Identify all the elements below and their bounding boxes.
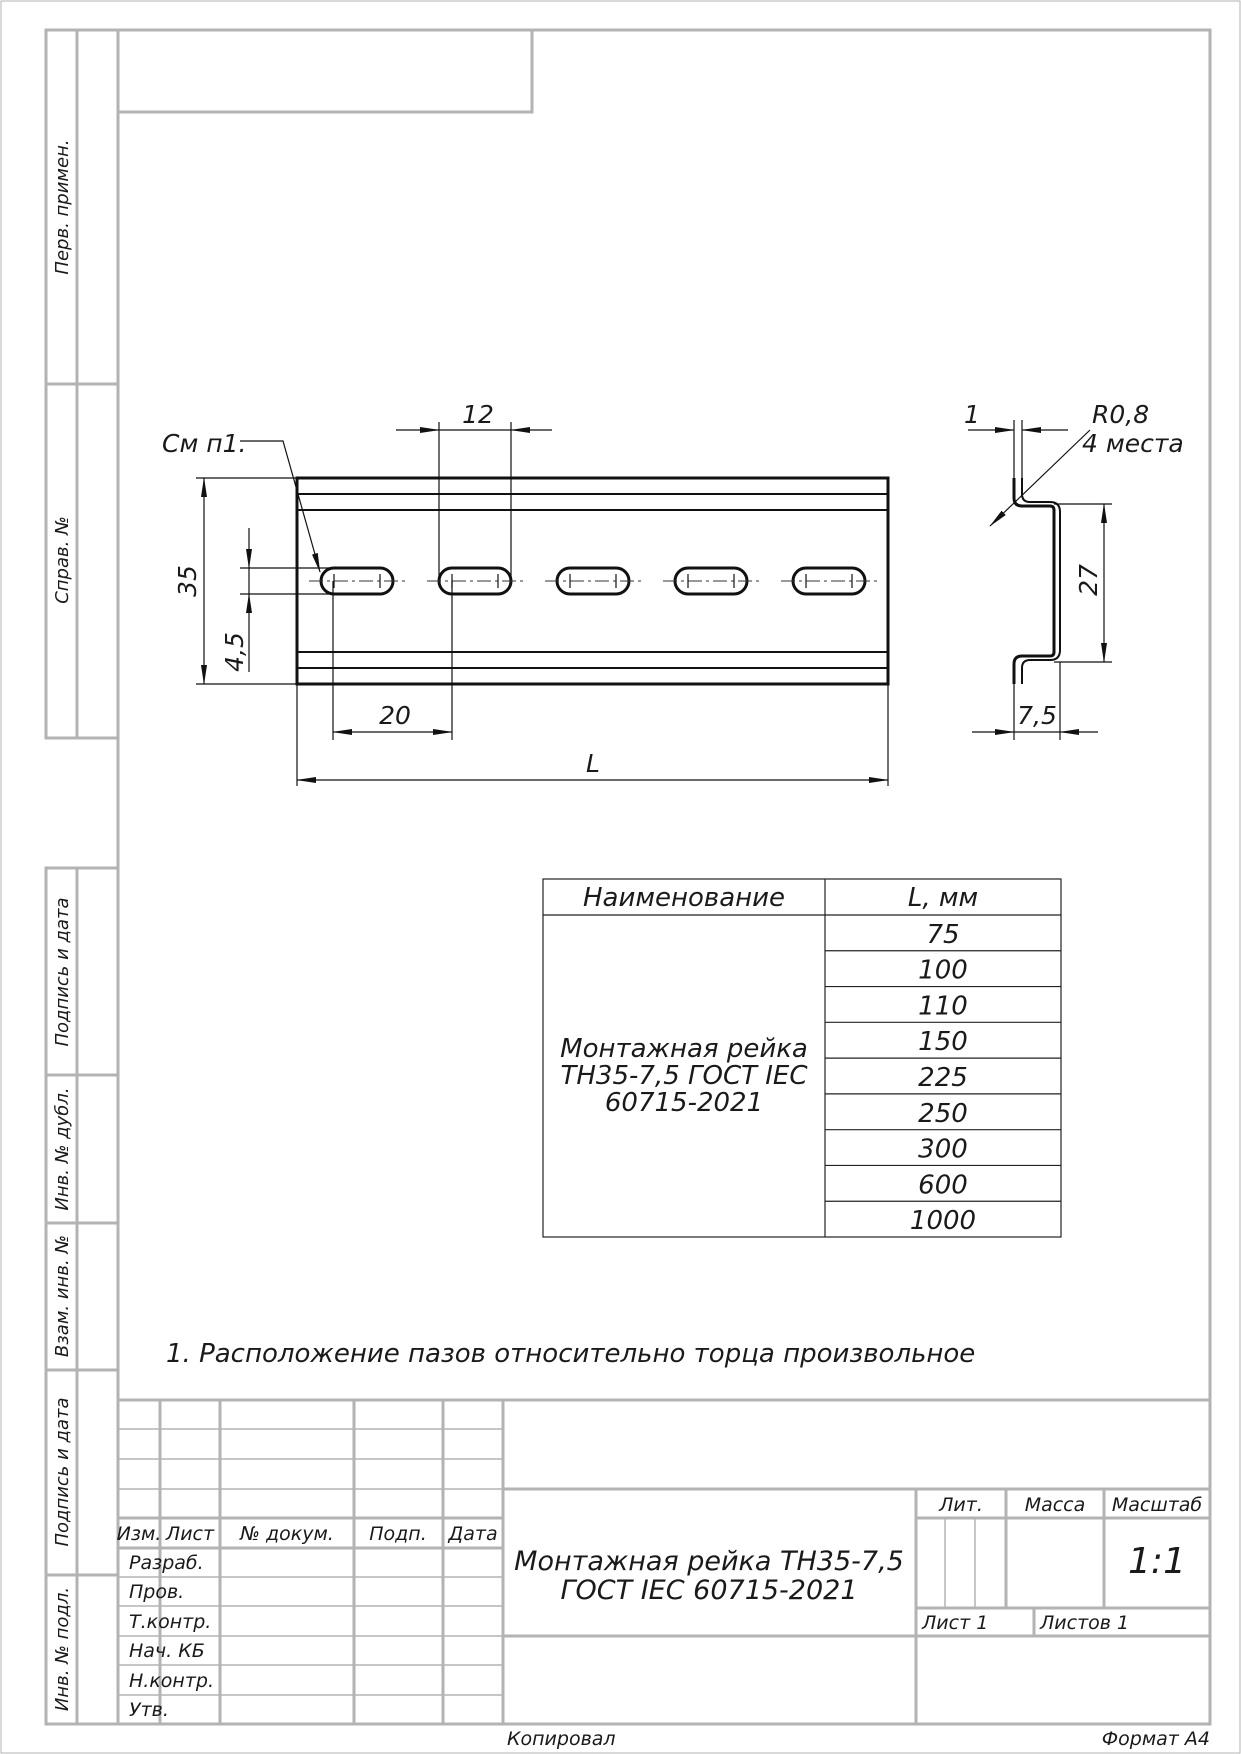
label-inv-dubl: Инв. № дубл. (52, 1087, 73, 1210)
note-leader: См п1. (162, 429, 321, 573)
col-dokum: № докум. (239, 1523, 334, 1545)
dim-l-label: L (586, 749, 600, 778)
sheets-label: Листов 1 (1039, 1612, 1129, 1634)
spec-length-value: 225 (918, 1063, 968, 1093)
dim-7-5-label: 7,5 (1017, 701, 1057, 730)
top-left-box (116, 28, 534, 114)
spec-length-value: 250 (918, 1099, 968, 1129)
dim-depth: 7,5 (972, 662, 1098, 740)
scale-label: Масштаб (1112, 1494, 1203, 1516)
label-sprav-no: Справ. № (52, 516, 73, 604)
spec-length-row: 1000 (910, 1206, 976, 1236)
spec-length-value: 600 (918, 1170, 968, 1200)
spec-length-value: 110 (918, 991, 968, 1021)
front-view: См п1. 12 35 4,5 (162, 400, 890, 786)
spec-length-row: 110 (825, 991, 1061, 1023)
dim-length: L (296, 684, 889, 786)
dim-27-label: 27 (1074, 564, 1103, 596)
note-ref-label: См п1. (162, 429, 246, 458)
label-podpis-data-1: Подпись и дата (52, 897, 73, 1046)
dim-4-5-label: 4,5 (220, 632, 249, 672)
mass-label: Масса (1025, 1494, 1086, 1516)
spec-length-row: 225 (825, 1063, 1061, 1095)
radius-leader: R0,8 4 места (989, 400, 1184, 527)
slot (781, 566, 877, 596)
label-vzam-inv: Взам. инв. № (52, 1235, 73, 1357)
dim-slot-pitch: 20 (332, 581, 453, 740)
label-perv-primen: Перв. примен. (52, 139, 73, 274)
title-name-line-2: ГОСТ IEC 60715-2021 (560, 1575, 857, 1606)
dim-12-label: 12 (462, 400, 494, 429)
rail-profile (1012, 478, 1056, 684)
spec-length-value: 150 (918, 1027, 968, 1057)
spec-table: 75 100 110 150 225 250 300 600 1000 Наименование… (542, 878, 1062, 1238)
col-podp: Подп. (369, 1523, 427, 1545)
col-izm: Изм. (117, 1523, 162, 1545)
radius-label: R0,8 (1092, 400, 1149, 429)
role-razrab: Разраб. (129, 1552, 204, 1574)
dim-20-label: 20 (379, 701, 411, 730)
dim-thickness: 1 (964, 400, 1068, 478)
side-view: 1 R0,8 4 места 27 7,5 (964, 400, 1184, 740)
role-n-kontr: Н.контр. (129, 1670, 214, 1692)
dim-height: 35 (173, 477, 297, 685)
col-data: Дата (447, 1523, 497, 1545)
col-list: Лист (165, 1523, 215, 1545)
spec-length-row: 75 (825, 920, 1061, 952)
label-inv-podl: Инв. № подл. (52, 1587, 73, 1711)
dim-inner-width: 27 (1054, 503, 1112, 663)
scale-value: 1:1 (1128, 1541, 1186, 1582)
general-note: 1. Расположение пазов относительно торца… (166, 1339, 975, 1369)
role-t-kontr: Т.контр. (129, 1611, 211, 1633)
spec-length-value: 1000 (910, 1206, 976, 1236)
footer-copied: Копировал (507, 1728, 616, 1750)
rail-outline (295, 476, 890, 686)
slot (545, 566, 641, 596)
slot (663, 566, 759, 596)
spec-length-row: 300 (825, 1135, 1061, 1167)
lit-label: Лит. (938, 1494, 983, 1516)
role-nach-kb: Нач. КБ (129, 1640, 205, 1662)
slot-group (309, 566, 877, 596)
spec-header-name: Наименование (583, 883, 785, 913)
footer-format: Формат А4 (1102, 1728, 1210, 1750)
spec-length-row: 150 (825, 1027, 1061, 1059)
radius-places-label: 4 места (1082, 429, 1184, 458)
side-strip: Перв. примен. Справ. № Подпись и дата Ин… (44, 28, 120, 1726)
title-block: Изм. Лист № докум. Подп. Дата Разраб. Пр… (117, 1398, 1210, 1724)
spec-name-line-3: 60715-2021 (605, 1088, 763, 1118)
spec-length-value: 300 (918, 1135, 968, 1165)
sheet-label: Лист 1 (921, 1612, 988, 1634)
dim-slot-width: 4,5 (220, 528, 330, 672)
title-name-line-1: Монтажная рейка ТН35-7,5 (514, 1546, 904, 1577)
spec-name-line-2: ТН35-7,5 ГОСТ IEC (560, 1061, 808, 1091)
spec-length-row: 250 (825, 1099, 1061, 1131)
spec-length-row: 100 (825, 956, 1061, 988)
spec-header-length: L, мм (908, 883, 978, 913)
dim-35-label: 35 (173, 565, 202, 597)
role-prov: Пров. (129, 1581, 184, 1603)
dim-1-label: 1 (964, 400, 980, 429)
spec-name-line-1: Монтажная рейка (560, 1034, 808, 1064)
role-utv: Утв. (129, 1699, 169, 1721)
spec-length-value: 100 (918, 956, 968, 986)
slot (427, 566, 523, 596)
slot (309, 566, 405, 596)
spec-length-value: 75 (926, 920, 959, 950)
label-podpis-data-2: Подпись и дата (52, 1397, 73, 1546)
spec-length-row: 600 (825, 1170, 1061, 1202)
rail-profile-inner (1021, 478, 1061, 684)
dim-slot-length: 12 (396, 400, 552, 580)
